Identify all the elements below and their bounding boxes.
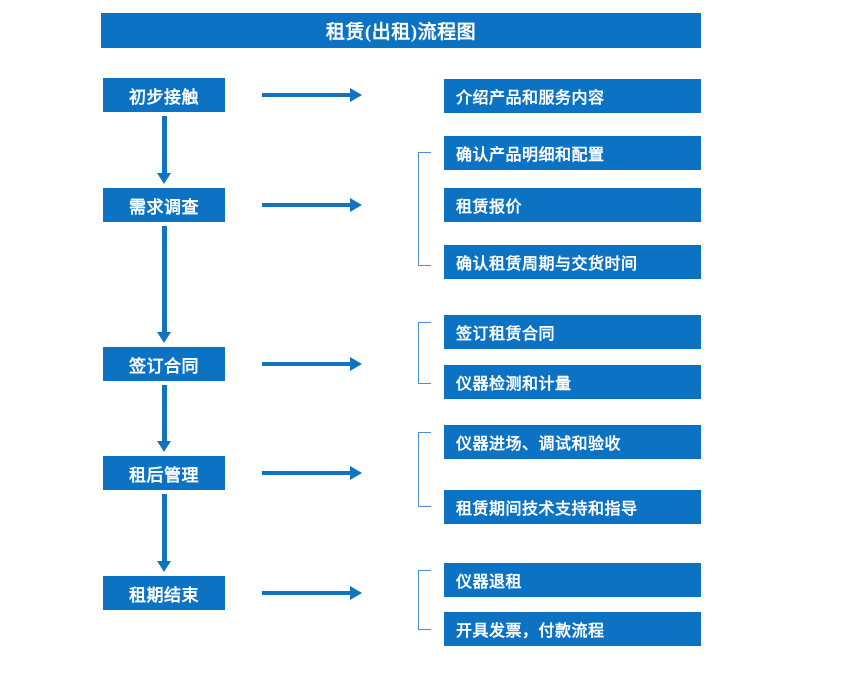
detail-box-2[interactable]: 确认产品明细和配置 [444, 136, 701, 170]
right-arrow-icon-4 [262, 466, 362, 480]
right-arrow-icon-2 [262, 198, 362, 212]
down-arrow-icon-4 [157, 494, 171, 572]
right-arrow-icon-1 [262, 88, 362, 102]
detail-box-8[interactable]: 租赁期间技术支持和指导 [444, 490, 701, 524]
detail-box-5[interactable]: 签订租赁合同 [444, 315, 701, 349]
group-bracket-3 [418, 432, 431, 507]
detail-box-1[interactable]: 介绍产品和服务内容 [444, 79, 701, 113]
group-bracket-4 [418, 570, 431, 630]
detail-box-7[interactable]: 仪器进场、调试和验收 [444, 425, 701, 459]
detail-box-10[interactable]: 开具发票，付款流程 [444, 612, 701, 646]
group-bracket-2 [418, 322, 431, 384]
detail-box-3[interactable]: 租赁报价 [444, 188, 701, 222]
down-arrow-icon-3 [157, 385, 171, 452]
stage-box-4[interactable]: 租后管理 [103, 456, 225, 490]
right-arrow-icon-3 [262, 357, 362, 371]
right-arrow-icon-5 [262, 586, 362, 600]
detail-box-6[interactable]: 仪器检测和计量 [444, 365, 701, 399]
detail-box-9[interactable]: 仪器退租 [444, 563, 701, 597]
detail-box-4[interactable]: 确认租赁周期与交货时间 [444, 245, 701, 279]
group-bracket-1 [418, 152, 431, 266]
stage-box-1[interactable]: 初步接触 [103, 78, 225, 112]
diagram-title: 租赁(出租)流程图 [101, 13, 701, 48]
down-arrow-icon-1 [157, 116, 171, 184]
down-arrow-icon-2 [157, 226, 171, 343]
stage-box-5[interactable]: 租期结束 [103, 576, 225, 610]
stage-box-3[interactable]: 签订合同 [103, 347, 225, 381]
stage-box-2[interactable]: 需求调查 [103, 188, 225, 222]
